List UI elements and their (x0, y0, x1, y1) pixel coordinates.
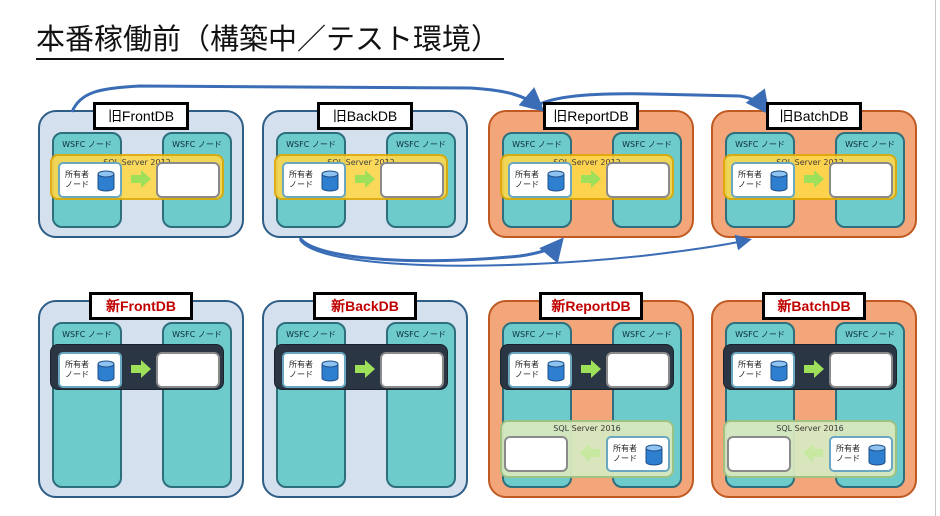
owner-node: 所有者 ノード (58, 352, 122, 388)
cluster-label: 新ReportDB (539, 292, 643, 320)
replication-arrow (355, 170, 375, 188)
replication-arrow (581, 170, 601, 188)
node-header: WSFC ノード (845, 140, 895, 149)
node-header: WSFC ノード (62, 140, 112, 149)
node-header: WSFC ノード (286, 330, 336, 339)
replication-arrow (580, 444, 600, 462)
node-header: WSFC ノード (172, 330, 222, 339)
cluster-label: 旧BackDB (317, 102, 413, 130)
node-header: WSFC ノード (512, 330, 562, 339)
owner-node: 所有者 ノード (282, 352, 346, 388)
node-header: WSFC ノード (735, 330, 785, 339)
node-header: WSFC ノード (396, 330, 446, 339)
owner-node: 所有者 ノード (282, 162, 346, 198)
replica-node (829, 352, 893, 388)
database-icon (547, 360, 565, 382)
arrow-back-to-report (298, 237, 564, 264)
sql-version: SQL Server 2012 (327, 158, 395, 167)
sql-version: SQL Server 2012 (553, 158, 621, 167)
node-header: WSFC ノード (512, 140, 562, 149)
replication-arrow (131, 170, 151, 188)
node-header: WSFC ノード (172, 140, 222, 149)
owner-node-label: 所有者 ノード (738, 170, 762, 189)
replication-arrow (355, 360, 375, 378)
owner-node: 所有者 ノード (508, 352, 572, 388)
owner-node-label: 所有者 ノード (289, 360, 313, 379)
cluster-label: 新FrontDB (89, 292, 193, 320)
replication-arrow (581, 360, 601, 378)
node-header: WSFC ノード (622, 330, 672, 339)
owner-node: 所有者 ノード (606, 436, 670, 472)
sql-version: SQL Server 2016 (776, 424, 844, 433)
database-icon (97, 170, 115, 192)
cluster-label: 旧FrontDB (93, 102, 189, 130)
replica-node (606, 162, 670, 198)
database-icon (97, 360, 115, 382)
owner-node-label: 所有者 ノード (515, 170, 539, 189)
replication-arrow (804, 170, 824, 188)
node-header: WSFC ノード (845, 330, 895, 339)
database-icon (321, 170, 339, 192)
owner-node-label: 所有者 ノード (65, 170, 89, 189)
owner-node-label: 所有者 ノード (65, 360, 89, 379)
owner-node-label: 所有者 ノード (515, 360, 539, 379)
database-icon (321, 360, 339, 382)
replica-node (727, 436, 791, 472)
replica-node (504, 436, 568, 472)
database-icon (868, 444, 886, 466)
sql-version: SQL Server 2012 (776, 158, 844, 167)
sql-version: SQL Server 2016 (553, 424, 621, 433)
sql-version: SQL Server 2012 (103, 158, 171, 167)
database-icon (547, 170, 565, 192)
database-icon (770, 170, 788, 192)
node-header: WSFC ノード (622, 140, 672, 149)
cluster-label: 旧BatchDB (766, 102, 862, 130)
owner-node-label: 所有者 ノード (836, 444, 860, 463)
node-header: WSFC ノード (62, 330, 112, 339)
replication-arrow (804, 360, 824, 378)
owner-node: 所有者 ノード (829, 436, 893, 472)
owner-node: 所有者 ノード (731, 162, 795, 198)
owner-node-label: 所有者 ノード (613, 444, 637, 463)
owner-node: 所有者 ノード (58, 162, 122, 198)
page-title: 本番稼働前（構築中／テスト環境） (36, 20, 505, 60)
owner-node: 所有者 ノード (508, 162, 572, 198)
replica-node (156, 352, 220, 388)
replication-arrow (803, 444, 823, 462)
database-icon (645, 444, 663, 466)
owner-node-label: 所有者 ノード (289, 170, 313, 189)
cluster-label: 新BackDB (313, 292, 417, 320)
replica-node (380, 162, 444, 198)
cluster-label: 旧ReportDB (543, 102, 639, 130)
node-header: WSFC ノード (286, 140, 336, 149)
replication-arrow (131, 360, 151, 378)
arrow-report-to-batch (539, 88, 770, 115)
arrow-back-to-batch (299, 234, 752, 267)
owner-node: 所有者 ノード (731, 352, 795, 388)
replica-node (380, 352, 444, 388)
replica-node (156, 162, 220, 198)
node-header: WSFC ノード (396, 140, 446, 149)
replica-node (829, 162, 893, 198)
owner-node-label: 所有者 ノード (738, 360, 762, 379)
replica-node (606, 352, 670, 388)
arrow-front-to-report (70, 84, 545, 113)
cluster-label: 新BatchDB (762, 292, 866, 320)
node-header: WSFC ノード (735, 140, 785, 149)
database-icon (770, 360, 788, 382)
edge-line (935, 0, 936, 516)
